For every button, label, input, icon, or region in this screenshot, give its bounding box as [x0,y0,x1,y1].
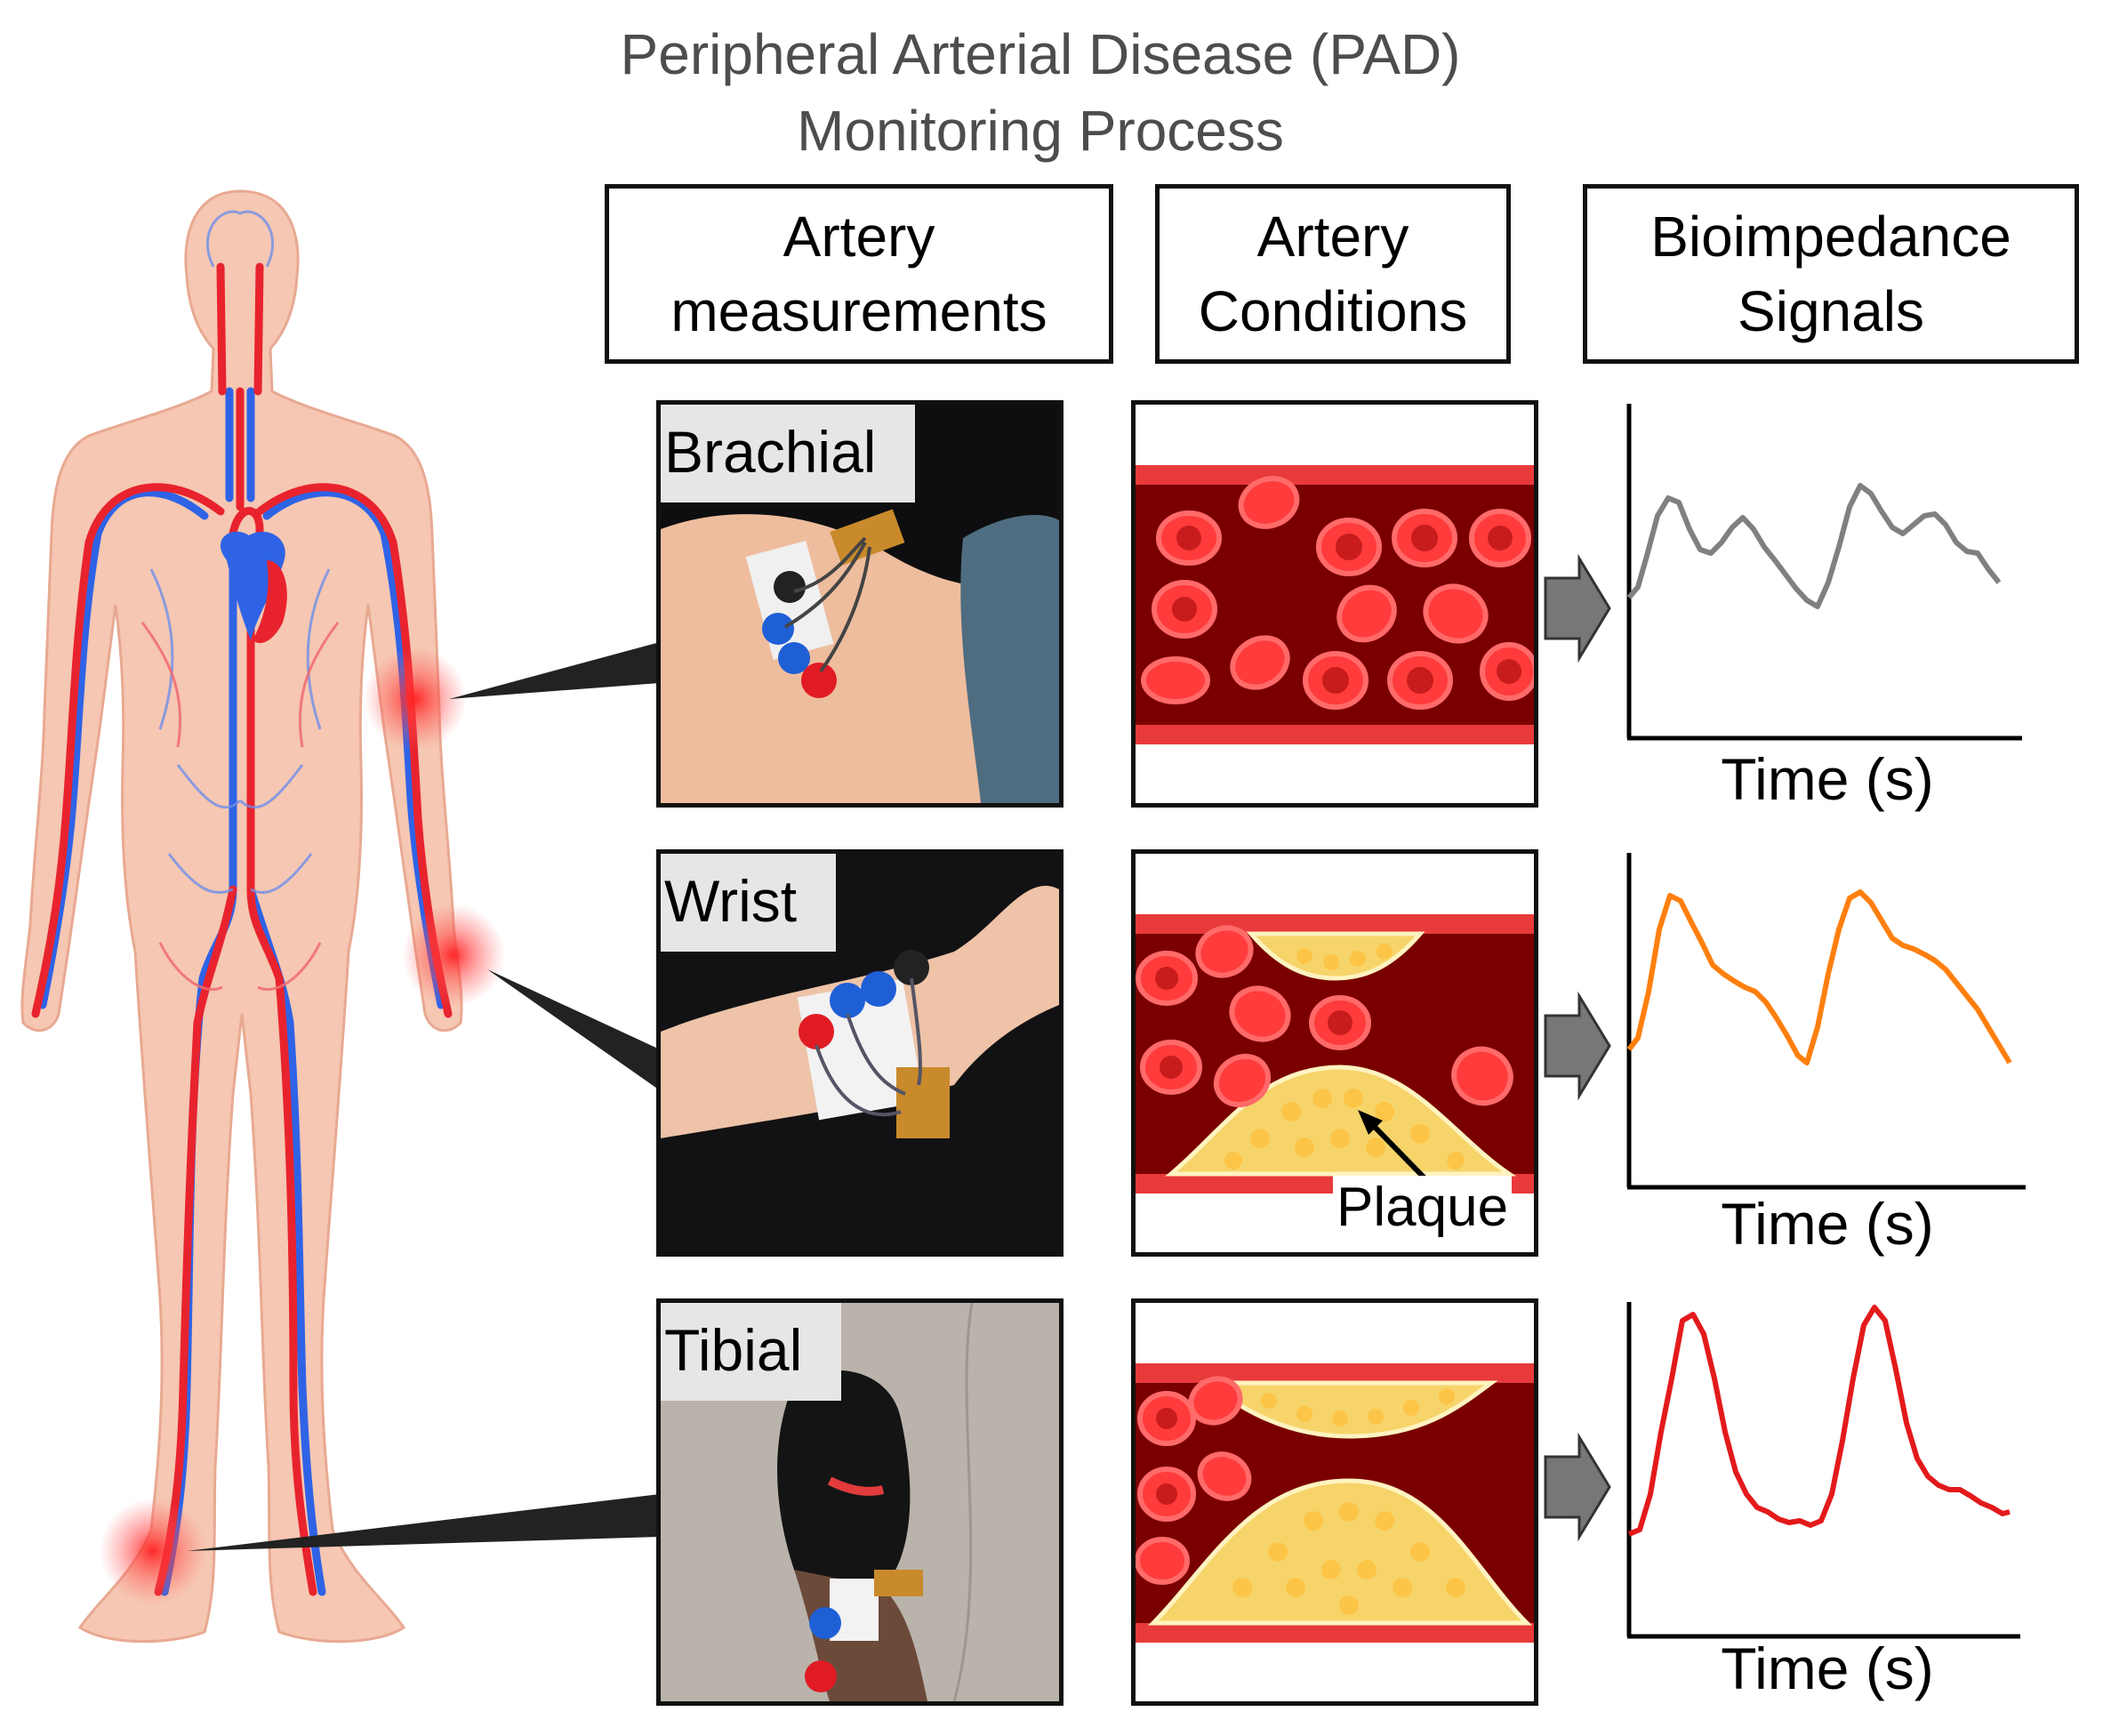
brachial-glow-marker [364,647,467,751]
electrode-black [894,950,929,985]
artery-healthy-drawing [1136,465,1534,744]
title-line-2: Monitoring Process [797,99,1284,163]
electrode-blue [778,642,810,674]
tibial-glow-marker [100,1498,206,1604]
photo-tibial-drawing [661,1303,1059,1701]
signal-plot-tibial [1626,1302,2020,1639]
artery-condition-severe-plaque [1131,1298,1538,1706]
aorta [229,507,317,1596]
header-line: Artery [1256,205,1409,269]
artery-neck [216,262,264,511]
artery-moderate-drawing [1136,914,1534,1194]
electrode-blue [861,971,896,1007]
plaque-top [1200,1380,1498,1439]
header-line: Conditions [1198,279,1468,343]
time-axis-label-wrist: Time (s) [1721,1191,1934,1257]
artery-condition-moderate-plaque: Plaque [1131,849,1538,1257]
electrode-red [805,1660,837,1692]
header-line: Artery [783,205,935,269]
arrow-right-icon [1544,1432,1611,1542]
time-axis-label-brachial: Time (s) [1721,746,1934,812]
tibial-callout [187,1494,660,1551]
electrode-blue [809,1607,841,1639]
plaque-bottom [1165,1065,1517,1177]
electrode-black [774,571,806,603]
photo-brachial: Brachial [656,400,1064,808]
electrode-red [801,663,837,698]
signal-plot-wrist [1626,853,2026,1190]
header-artery-measurements: Artery measurements [605,184,1113,364]
figure-title: Peripheral Arterial Disease (PAD) Monito… [462,16,1618,169]
bioimpedance-trace-brachial [1626,483,2002,609]
title-line-1: Peripheral Arterial Disease (PAD) [620,22,1461,86]
bioimpedance-trace-wrist [1626,889,2012,1065]
header-line: measurements [670,279,1047,343]
artery-severe-drawing [1136,1363,1534,1643]
process-arrows [1544,553,1611,1542]
signal-plot-brachial [1626,404,2022,741]
artery-left-leg [154,885,237,1596]
vein-neck [225,387,255,502]
wrist-callout [487,969,660,1090]
site-label-brachial: Brachial [661,405,916,502]
header-line: Bioimpedance [1650,205,2011,269]
human-body-illustration [20,189,463,1644]
photo-wrist: Wrist [656,849,1064,1257]
wrist-glow-marker [402,904,505,1007]
artery-left-arm [31,483,225,1018]
bioimpedance-trace-tibial [1627,1305,2011,1537]
plaque-label: Plaque [1333,1176,1513,1240]
arrow-right-icon [1544,991,1611,1101]
time-axis-label-tibial: Time (s) [1721,1636,1934,1701]
electrode-blue [830,983,865,1018]
arrow-right-icon [1544,553,1611,663]
header-line: Signals [1738,279,1924,343]
site-label-wrist: Wrist [661,854,837,952]
photo-tibial: Tibial [656,1298,1064,1706]
electrode-red [799,1014,834,1049]
artery-condition-healthy [1131,400,1538,808]
heart-icon [220,531,285,640]
site-label-tibial: Tibial [661,1303,842,1401]
body-silhouette [20,189,463,1644]
brachial-callout [449,642,660,699]
electrode-blue [762,613,794,645]
